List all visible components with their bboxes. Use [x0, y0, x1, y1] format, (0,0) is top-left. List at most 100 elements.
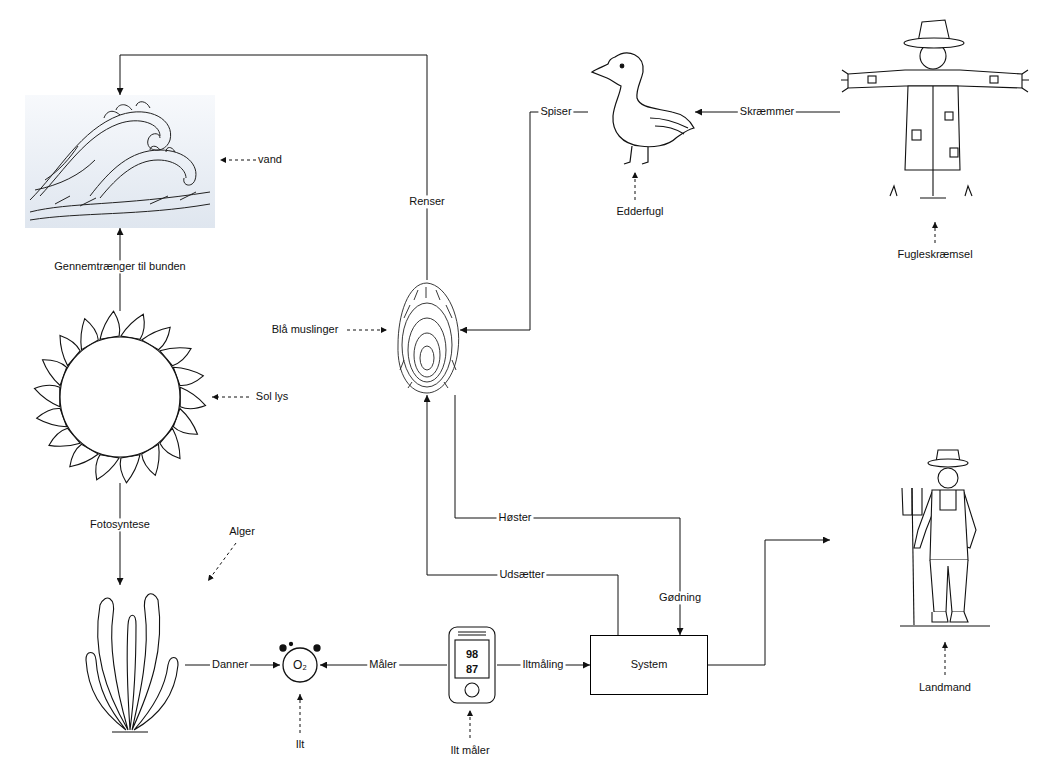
algae-picture [112, 731, 148, 732]
scarecrow-picture [990, 76, 998, 83]
caption-text: vand [258, 153, 282, 166]
edge-label: Skræmmer [738, 105, 796, 118]
sun-picture [60, 337, 180, 457]
eider-picture [624, 146, 648, 164]
edge-label: Fotosyntese [88, 518, 152, 531]
leader-line [208, 543, 236, 581]
edge-label: Høster [497, 511, 534, 524]
algae-picture [134, 658, 178, 731]
edge-label: Måler [367, 658, 399, 671]
mussel-picture [402, 303, 452, 387]
scarecrow-picture [868, 76, 876, 83]
leader-line [945, 642, 946, 675]
mussel-picture [398, 283, 459, 393]
flow-arrow [455, 395, 680, 635]
flow-arrow [427, 395, 618, 635]
mussel-picture [408, 318, 446, 382]
oxygen-symbol [290, 643, 293, 646]
sun-rays [34, 311, 205, 483]
scarecrow-picture [905, 86, 960, 170]
scarecrow-picture [945, 112, 953, 120]
scarecrow-picture [950, 148, 958, 157]
eider-picture [592, 53, 694, 164]
scarecrow-picture [841, 20, 1029, 198]
leader-line [635, 172, 636, 200]
leader-line [935, 222, 936, 243]
eider-picture [592, 53, 694, 147]
mussel-picture [420, 346, 434, 370]
caption-text: Sol lys [256, 390, 288, 403]
farmer-picture [930, 560, 968, 612]
oximeter-picture [455, 640, 489, 678]
edge-label: Spiser [538, 105, 573, 118]
box-text: System [631, 658, 668, 671]
edge-label: Gennemtrænger til bunden [52, 260, 187, 273]
wave-picture [150, 146, 175, 152]
scarecrow-picture: Fugleskræmsel [840, 20, 1030, 200]
edge-label: Danner [210, 658, 250, 671]
algae-picture: Alger [80, 585, 185, 735]
wave-picture [104, 102, 150, 118]
wave-picture [35, 160, 95, 190]
farmer-picture [928, 459, 968, 467]
eider-picture [655, 126, 684, 134]
flow-arrow [497, 665, 590, 666]
oximeter-picture: Ilt måler [447, 625, 497, 705]
caption-text: Ilt [296, 738, 305, 751]
oxygen-symbol [280, 645, 286, 651]
flow-arrow [320, 665, 447, 666]
edge-label: Iltmåling [521, 658, 566, 671]
oximeter-picture [449, 627, 495, 703]
farmer-picture [938, 468, 958, 488]
eider-picture: Edderfugl [588, 48, 695, 165]
caption-text: Landmand [919, 681, 971, 694]
farmer-picture [902, 488, 922, 515]
oxygen-symbol [314, 645, 320, 651]
flow-arrow [120, 55, 427, 280]
edge-label: Renser [407, 195, 446, 208]
flow-arrow [695, 112, 840, 113]
mussel-picture [404, 287, 452, 318]
oximeter-picture [458, 632, 486, 635]
flow-arrow [120, 483, 121, 585]
wave-picture [40, 121, 160, 196]
display-value: 87 [464, 663, 480, 676]
scarecrow-picture [904, 38, 964, 48]
farmer-picture: Landmand [830, 450, 995, 630]
algae-picture [127, 615, 136, 730]
wave-picture [100, 160, 186, 198]
leader-line [208, 160, 945, 738]
wave-picture [30, 112, 171, 200]
leader-line [470, 710, 471, 738]
wave-picture [25, 95, 215, 228]
flow-arrow [120, 228, 121, 311]
sun-picture [34, 311, 205, 483]
display-value: 98 [464, 648, 480, 661]
eider-picture [620, 64, 624, 68]
leader-line [212, 397, 249, 398]
algae-picture [86, 594, 178, 732]
mussel-picture: Blå muslinger [395, 280, 460, 395]
mussel-picture [400, 360, 456, 388]
wave-picture [25, 95, 215, 228]
farmer-picture [900, 450, 990, 626]
flow-arrow [185, 665, 280, 666]
algae-picture [86, 653, 126, 731]
caption-text: Alger [229, 525, 255, 538]
farmer-picture [900, 625, 990, 626]
wave-picture [55, 192, 196, 206]
process-box: System [590, 635, 708, 695]
oxygen-symbol: Ilt [280, 645, 320, 685]
mussel-picture [398, 283, 459, 393]
sun-rays [34, 311, 205, 483]
scarecrow-picture [932, 86, 933, 170]
farmer-picture [930, 490, 968, 560]
mussel-picture [414, 333, 440, 377]
scarecrow-picture [890, 186, 972, 198]
